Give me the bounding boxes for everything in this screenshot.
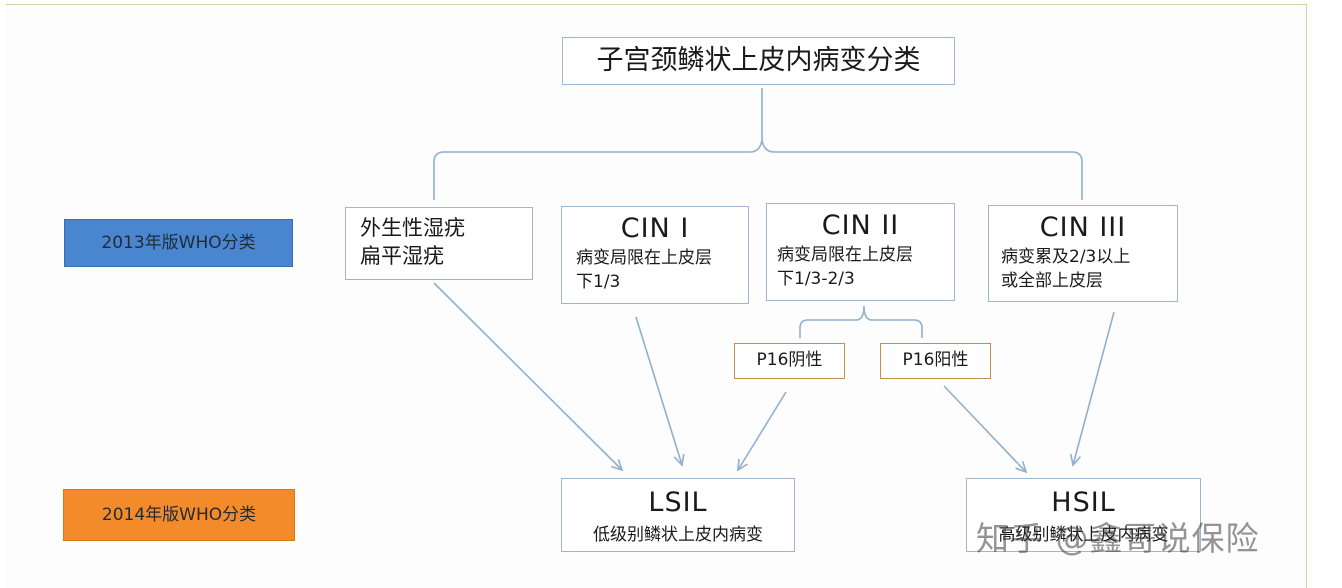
watermark-text: 知乎 @鑫哥说保险 <box>976 519 1260 558</box>
hsil-heading: HSIL <box>1051 487 1116 518</box>
category-cin3: CIN III 病变累及2/3以上 或全部上皮层 <box>988 205 1178 302</box>
cin2-heading: CIN II <box>821 210 900 241</box>
p16-positive-box: P16阳性 <box>880 343 991 379</box>
lsil-description: 低级别鳞状上皮内病变 <box>593 525 763 545</box>
cin2-desc-line-2: 下1/3-2/3 <box>777 269 855 289</box>
arrow-cin1-to-lsil <box>635 316 685 467</box>
result-lsil: LSIL 低级别鳞状上皮内病变 <box>561 478 795 552</box>
category-condyloma: 外生性湿疣 扁平湿疣 <box>345 207 533 280</box>
cin3-desc-line-2: 或全部上皮层 <box>1001 271 1103 291</box>
cin1-heading: CIN I <box>620 213 690 244</box>
arrow-p16neg-to-lsil <box>737 391 787 472</box>
category-cin2: CIN II 病变局限在上皮层 下1/3-2/3 <box>766 203 955 301</box>
category-cin1: CIN I 病变局限在上皮层 下1/3 <box>561 206 749 304</box>
cin2-desc-line-1: 病变局限在上皮层 <box>777 245 913 265</box>
p16-negative-box: P16阴性 <box>734 343 845 379</box>
result-hsil: HSIL 高级别鳞状上皮内病变 <box>966 478 1201 552</box>
cin3-desc-line-1: 病变累及2/3以上 <box>1001 247 1131 267</box>
p16-brace <box>799 305 923 338</box>
cin1-desc-line-2: 下1/3 <box>576 272 621 292</box>
top-brace <box>433 88 1083 200</box>
condyloma-line-1: 外生性湿疣 <box>360 216 465 240</box>
legend-2013-who: 2013年版WHO分类 <box>64 219 293 267</box>
condyloma-line-2: 扁平湿疣 <box>360 244 444 268</box>
arrow-cin3-to-hsil <box>1069 311 1115 467</box>
legend-2014-who: 2014年版WHO分类 <box>63 489 295 541</box>
lsil-heading: LSIL <box>648 487 708 518</box>
hsil-description: 高级别鳞状上皮内病变 <box>998 525 1169 545</box>
cin3-heading: CIN III <box>1039 212 1127 243</box>
arrow-p16pos-to-hsil <box>943 385 1028 474</box>
cin1-desc-line-1: 病变局限在上皮层 <box>576 248 712 268</box>
diagram-title: 子宫颈鳞状上皮内病变分类 <box>562 37 955 85</box>
arrow-wart-to-lsil <box>433 282 624 472</box>
